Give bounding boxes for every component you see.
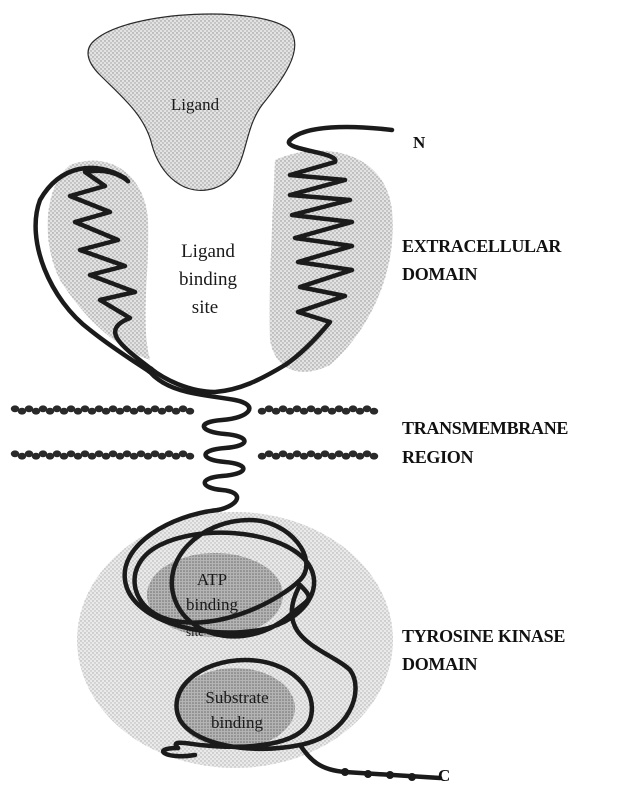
substrate-binding-label-1: Substrate: [205, 688, 268, 707]
substrate-binding-label-2: binding: [211, 713, 263, 732]
left-lobe-shading: [48, 161, 150, 360]
transmembrane-label-2: REGION: [402, 447, 474, 467]
chain-bead: [146, 366, 154, 374]
kinase-label-2: DOMAIN: [402, 654, 477, 674]
atp-binding-site-label-1: ATP: [197, 570, 227, 589]
membrane-upper-layer: [11, 405, 378, 414]
substrate-site-shading: [175, 668, 295, 748]
kinase-label-1: TYROSINE KINASE: [402, 626, 565, 646]
atp-binding-site-label-2: binding: [186, 595, 238, 614]
atp-binding-site-label-3: site: [186, 624, 204, 639]
ligand-binding-site-label-1: Ligand: [181, 241, 235, 262]
n-terminus-label: N: [413, 133, 426, 152]
ligand-binding-site-label-2: binding: [179, 269, 238, 290]
transmembrane-label-1: TRANSMEMBRANE: [402, 418, 568, 438]
membrane-bead: [370, 408, 378, 415]
membrane-bead: [186, 408, 194, 415]
ligand-label: Ligand: [171, 95, 220, 114]
c-terminus-label: C: [438, 766, 450, 785]
extracellular-label-2: DOMAIN: [402, 264, 477, 284]
membrane-bead: [370, 453, 378, 460]
ligand-binding-site-label-3: site: [192, 297, 218, 318]
extracellular-label-1: EXTRACELLULAR: [402, 236, 562, 256]
membrane-lower-layer: [11, 450, 378, 459]
membrane-bead: [186, 453, 194, 460]
chain-transmembrane: [150, 372, 249, 510]
